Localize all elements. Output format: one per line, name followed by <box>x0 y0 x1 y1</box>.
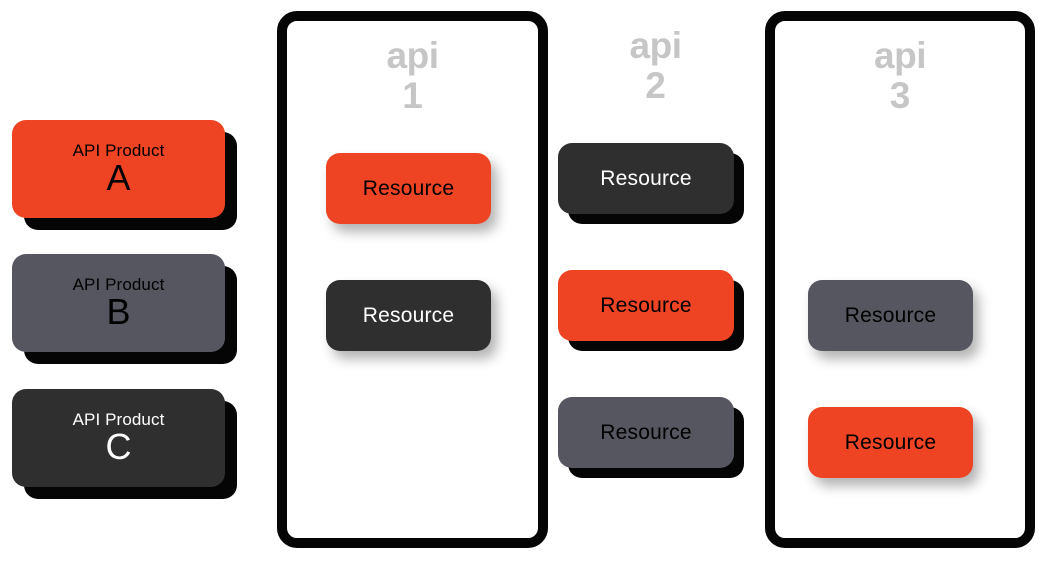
api-panel-3: api 3 Resource Resource <box>765 11 1035 548</box>
api-product-card-c[interactable]: API Product C <box>12 389 225 487</box>
resource-pill[interactable]: Resource <box>558 270 734 341</box>
api-product-card-a[interactable]: API Product A <box>12 120 225 218</box>
resource-pill[interactable]: Resource <box>808 407 973 478</box>
resource-pill[interactable]: Resource <box>326 153 491 224</box>
api-product-title: API Product <box>72 409 165 429</box>
api-product-card-b[interactable]: API Product B <box>12 254 225 352</box>
resource-pill[interactable]: Resource <box>326 280 491 351</box>
resource-pill[interactable]: Resource <box>558 143 734 214</box>
api-product-title: API Product <box>72 140 165 160</box>
api-panel-1: api 1 Resource Resource <box>277 11 548 548</box>
api-number-label: 2 <box>645 64 666 106</box>
resource-label: Resource <box>600 166 692 190</box>
resource-label: Resource <box>844 303 937 327</box>
resource-label: Resource <box>844 430 937 454</box>
resource-label: Resource <box>600 293 692 317</box>
api-product-title: API Product <box>72 274 165 294</box>
api-product-letter: B <box>106 291 131 333</box>
resource-label: Resource <box>600 420 692 444</box>
api-number-label: 3 <box>889 74 911 116</box>
resource-label: Resource <box>362 303 455 327</box>
api-heading-1: api 1 <box>287 37 538 114</box>
api-word-label: api <box>629 25 682 66</box>
api-heading-2: api 2 <box>548 27 763 104</box>
api-heading-3: api 3 <box>775 37 1025 114</box>
api-panel-2: api 2 Resource Resource Resource <box>548 11 763 548</box>
api-word-label: api <box>874 35 926 76</box>
api-number-label: 1 <box>402 74 423 116</box>
api-word-label: api <box>386 35 439 76</box>
resource-label: Resource <box>362 176 455 200</box>
resource-pill[interactable]: Resource <box>558 397 734 468</box>
resource-pill[interactable]: Resource <box>808 280 973 351</box>
api-product-letter: A <box>106 157 131 199</box>
api-product-letter: C <box>105 426 132 468</box>
